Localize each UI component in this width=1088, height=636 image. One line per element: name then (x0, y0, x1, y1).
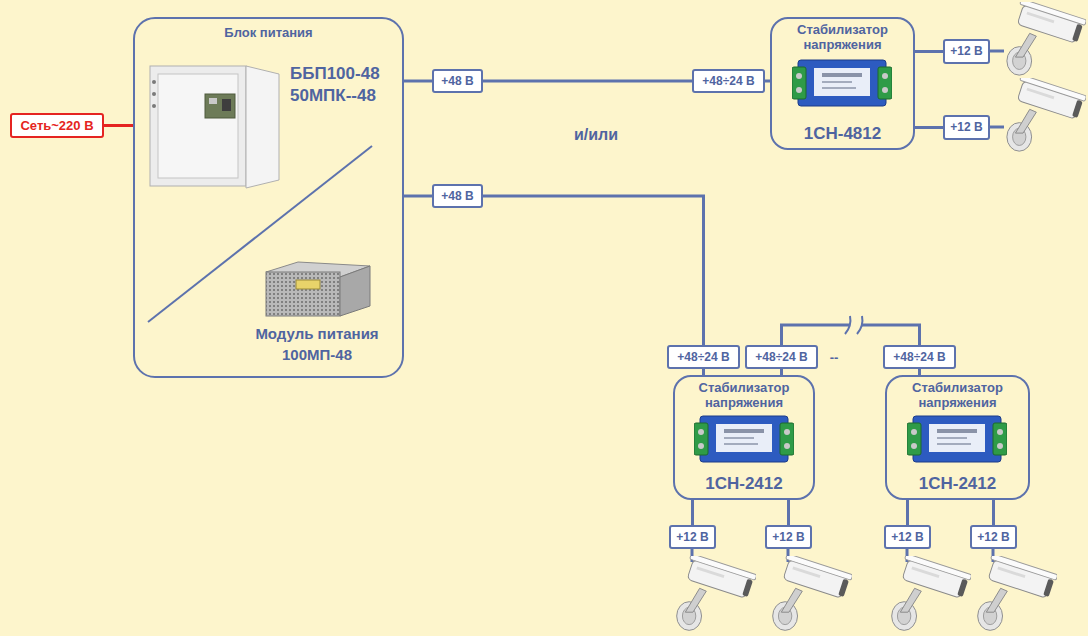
stabilizer-box: Стабилизатор напряжения 1СН-2412 (673, 375, 815, 500)
voltage-tag: +12 В (943, 39, 990, 64)
power-cabinet-part (152, 104, 156, 108)
voltage-label: +12 В (977, 530, 1009, 545)
line-break-symbol (845, 316, 862, 334)
power-cabinet-part (152, 80, 156, 84)
stabilizer-title: Стабилизатор напряжения (778, 22, 907, 52)
power-supply-group: Блок питанияББП100-48 50МПК--48Модуль пи… (133, 17, 404, 378)
stabilizer-box: Стабилизатор напряжения 1СН-4812 (770, 17, 915, 150)
voltage-label: +12 В (950, 44, 982, 59)
voltage-label: +48÷24 В (893, 350, 945, 365)
group-title: Блок питания (135, 25, 402, 41)
voltage-label: +12 В (891, 530, 923, 545)
power-line (787, 500, 790, 525)
camera-icon (677, 0, 1087, 630)
camera-icon-part (677, 554, 757, 631)
stabilizer-module-part (792, 60, 892, 106)
power-cabinet-part (222, 99, 231, 111)
voltage-label: +12 В (676, 530, 708, 545)
camera-icon-part (1007, 75, 1087, 151)
power-cabinet-part (150, 66, 246, 186)
stabilizer-box: Стабилизатор напряжения 1СН-2412 (885, 375, 1030, 500)
power-line (404, 195, 432, 198)
voltage-label: +48 В (441, 189, 473, 204)
power-line (915, 50, 943, 53)
power-line (906, 500, 909, 525)
line-break-symbol-part (857, 316, 862, 334)
camera-wire-part (990, 126, 1004, 129)
voltage-tag: +48÷24 В (667, 345, 740, 369)
voltage-label: +12 В (950, 120, 982, 135)
voltage-tag: +12 В (970, 525, 1017, 549)
voltage-label: +48÷24 В (702, 74, 754, 89)
power-module (266, 262, 370, 316)
power-cabinet (150, 66, 279, 188)
voltage-label: +48÷24 В (755, 350, 807, 365)
power-line (483, 80, 692, 83)
stabilizer-module-part (907, 416, 1007, 462)
power-cabinet-part (209, 98, 217, 104)
power-cabinet-part (158, 74, 238, 178)
voltage-tag: +12 В (943, 115, 990, 140)
voltage-tag: +48 В (432, 184, 483, 208)
stabilizer-title: Стабилизатор напряжения (681, 380, 807, 410)
voltage-tag: +12 В (669, 525, 716, 549)
voltage-tag: +48 В (432, 69, 483, 93)
camera-icon-part (892, 554, 972, 631)
stabilizer-title: Стабилизатор напряжения (893, 380, 1022, 410)
camera-icon-part (1007, 0, 1087, 75)
note-label: -- (822, 349, 846, 366)
line-break-symbol-part (845, 316, 850, 334)
power-line (483, 196, 704, 345)
power-module-part (340, 266, 370, 316)
model-name: ББП100-48 50МПК--48 (290, 63, 398, 107)
mains-label: Сеть~220 В (20, 118, 93, 133)
divider-line (148, 146, 372, 322)
voltage-label: +48 В (441, 74, 473, 89)
voltage-tag: +48÷24 В (745, 345, 818, 369)
voltage-tag: +12 В (884, 525, 931, 549)
voltage-tag: +12 В (765, 525, 812, 549)
power-cabinet-part (205, 94, 235, 118)
stabilizer-module-part (694, 416, 794, 462)
power-line (915, 126, 943, 129)
camera-wire-part (990, 50, 1004, 53)
voltage-label: +48÷24 В (677, 350, 729, 365)
stabilizer-model: 1СН-4812 (778, 124, 907, 144)
power-line (404, 80, 432, 83)
power-cabinet-part (246, 66, 279, 188)
power-line (691, 500, 694, 525)
voltage-tag: +48÷24 В (692, 69, 765, 93)
stabilizer-model: 1СН-2412 (681, 474, 807, 494)
model-name: Модуль питания 100МП-48 (242, 323, 392, 365)
mains-box: Сеть~220 В (10, 113, 104, 138)
power-line (992, 500, 995, 525)
camera-icon-part (978, 554, 1058, 631)
power-module-part (266, 272, 340, 316)
camera-icon-part (773, 554, 853, 631)
power-line (104, 124, 133, 127)
note-label: и/или (556, 125, 636, 145)
voltage-tag: +48÷24 В (883, 345, 956, 369)
power-cabinet-part (152, 92, 156, 96)
stabilizer-model: 1СН-2412 (893, 474, 1022, 494)
voltage-label: +12 В (772, 530, 804, 545)
power-module-part (296, 280, 320, 289)
